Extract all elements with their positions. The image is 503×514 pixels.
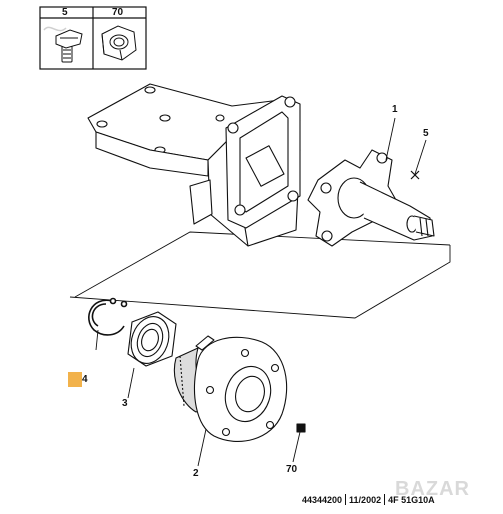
callout-1: 1 xyxy=(392,104,398,115)
callout-70: 70 xyxy=(286,464,298,475)
footer-divider xyxy=(384,494,386,505)
diagram-ref: 4F 51G10A xyxy=(388,494,435,505)
circlip xyxy=(88,297,128,336)
callout-2: 2 xyxy=(193,468,199,479)
diagram-code: 44344200 xyxy=(302,494,343,505)
callout-4-highlight xyxy=(68,372,82,387)
legend-ref-nut: 70 xyxy=(112,7,124,18)
nut-icon xyxy=(101,25,137,61)
callout-5: 5 xyxy=(423,128,429,139)
watermark-text: BAZAR xyxy=(395,478,470,500)
footer-divider xyxy=(345,494,347,505)
wheel-bearing xyxy=(127,311,177,367)
wheel-hub xyxy=(173,335,306,443)
leader-lines xyxy=(95,117,427,467)
stub-axle xyxy=(307,149,435,247)
diagram-reference-footer: 44344200 11/2002 4F 51G10A xyxy=(302,494,435,505)
seller-logo-icon xyxy=(43,26,67,32)
callout-4: 4 xyxy=(82,374,88,385)
upper-frame xyxy=(69,231,451,319)
axle-bracket xyxy=(87,83,301,247)
callout-3: 3 xyxy=(122,398,128,409)
diagram-date: 11/2002 xyxy=(349,494,382,505)
bolt-icon xyxy=(55,29,83,63)
screw-marker-icon xyxy=(410,170,420,180)
legend-ref-bolt: 5 xyxy=(62,7,68,18)
